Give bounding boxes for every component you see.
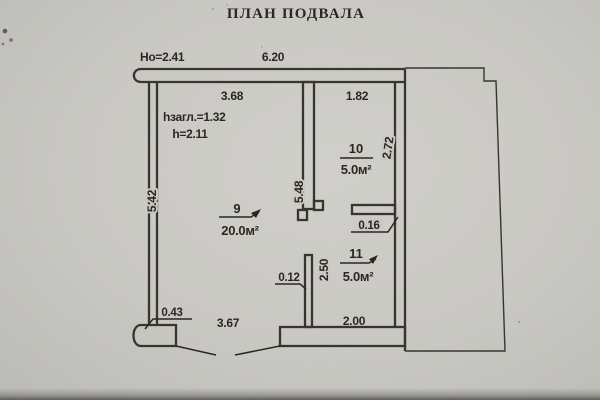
floor-plan-drawing: ПЛАН ПОДВАЛА Но=2.41 6.20 3.68 1.82 hзаг… — [0, 0, 600, 400]
scanned-floor-plan-photo: ПЛАН ПОДВАЛА Но=2.41 6.20 3.68 1.82 hзаг… — [0, 0, 600, 400]
paper-grain — [0, 0, 600, 400]
